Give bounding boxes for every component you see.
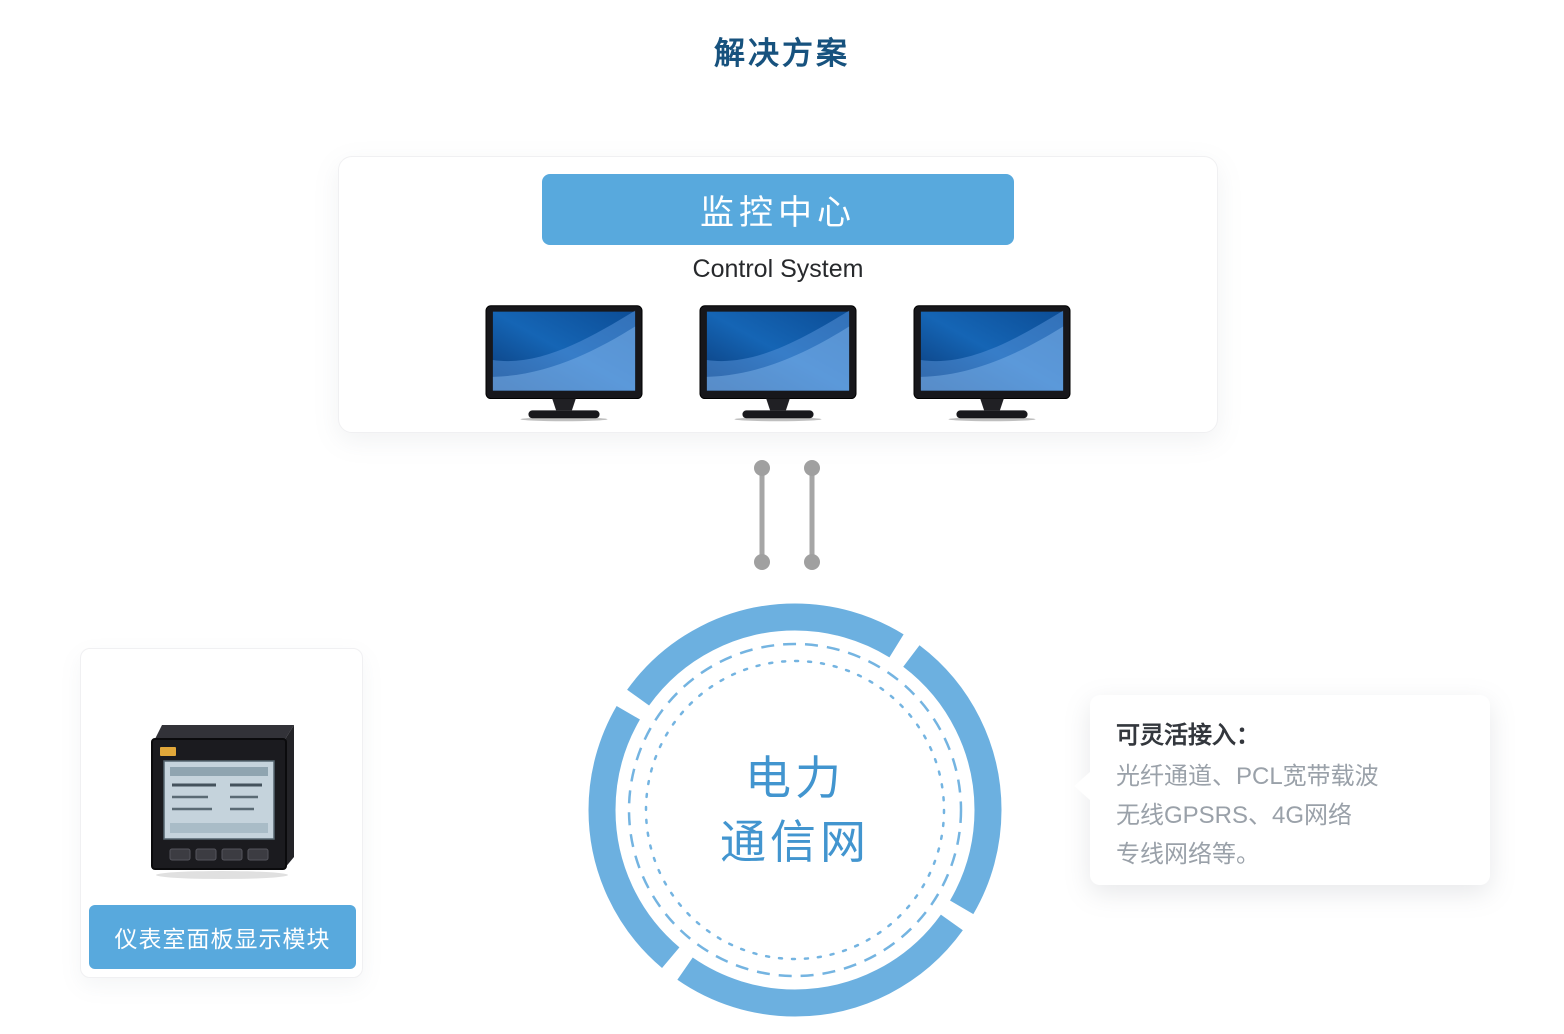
monitor-icon <box>699 305 857 422</box>
monitoring-center-banner: 监控中心 <box>542 174 1014 245</box>
control-center-card: 监控中心 Control System <box>338 156 1218 433</box>
callout-line: 专线网络等。 <box>1116 840 1260 868</box>
page-title: 解决方案 <box>714 36 850 71</box>
control-system-label: Control System <box>692 255 864 283</box>
connector-lines <box>754 460 820 570</box>
callout-heading: 可灵活接入： <box>1116 722 1260 749</box>
device-label: 仪表室面板显示模块 <box>89 905 356 969</box>
power-meter-icon <box>150 725 294 879</box>
access-callout: 可灵活接入： 光纤通道、PCL宽带载波 无线GPSRS、4G网络 专线网络等。 <box>1074 695 1490 885</box>
device-card: 仪表室面板显示模块 <box>80 648 363 978</box>
monitor-icon <box>485 305 643 422</box>
callout-line: 光纤通道、PCL宽带载波 <box>1116 763 1379 790</box>
monitor-icon <box>913 305 1071 422</box>
monitors-row <box>339 304 1217 422</box>
callout-line: 无线GPSRS、4G网络 <box>1116 801 1353 829</box>
network-ring-icon <box>588 603 1002 1017</box>
